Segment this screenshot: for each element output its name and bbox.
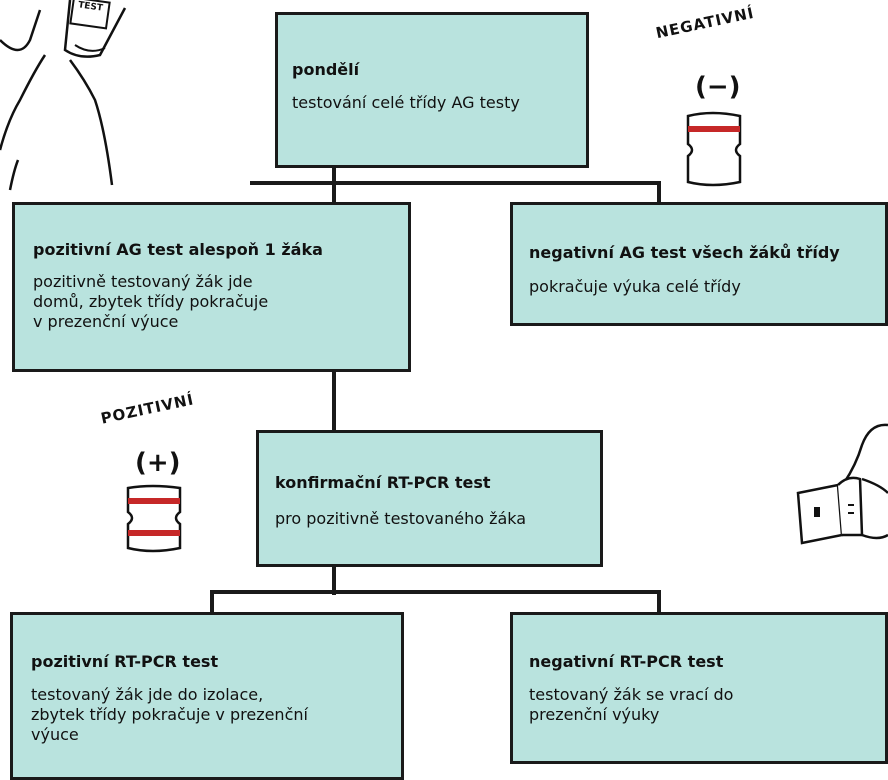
negative-test-cassette-icon [686,111,742,187]
node-positive-ag-text: pozitivně testovaný žák jde domů, zbytek… [33,272,269,331]
node-monday: pondělí testování celé třídy AG testy [275,12,589,168]
connector-positive-ag-down [332,370,336,432]
node-confirm-pcr: konfirmační RT-PCR test pro pozitivně te… [256,430,603,567]
connector-to-positive-pcr [210,590,214,615]
connector-to-negative-pcr [657,590,661,615]
connector-confirm-down [332,565,336,595]
node-positive-pcr-text: testovaný žák jde do izolace, zbytek tří… [31,685,308,744]
hand-holding-test-illustration [796,423,888,545]
connector-bottom-horizontal [210,590,660,594]
node-positive-pcr-title: pozitivní RT-PCR test [31,652,219,671]
negative-symbol: (−) [695,72,741,102]
node-monday-title: pondělí [292,60,360,79]
node-confirm-pcr-text: pro pozitivně testovaného žáka [275,509,527,528]
node-positive-ag-title: pozitivní AG test alespoň 1 žáka [33,240,323,259]
positive-label: POZITIVNÍ [99,390,196,428]
node-monday-text: testování celé třídy AG testy [292,93,520,112]
node-positive-pcr: pozitivní RT-PCR test testovaný žák jde … [10,612,404,780]
node-negative-ag: negativní AG test všech žáků třídy pokra… [510,202,888,326]
node-positive-ag: pozitivní AG test alespoň 1 žáka pozitiv… [12,202,411,372]
positive-test-cassette-icon [126,484,182,553]
node-negative-pcr-title: negativní RT-PCR test [529,652,724,671]
positive-symbol: (+) [135,448,181,478]
node-negative-pcr-text: testovaný žák se vrací do prezenční výuk… [529,685,734,724]
node-negative-ag-text: pokračuje výuka celé třídy [529,277,741,296]
connector-to-negative-ag [657,181,661,205]
node-negative-ag-title: negativní AG test všech žáků třídy [529,243,840,262]
person-holding-test-illustration [0,0,127,191]
node-confirm-pcr-title: konfirmační RT-PCR test [275,473,491,492]
connector-top-horizontal [250,181,660,185]
node-negative-pcr: negativní RT-PCR test testovaný žák se v… [510,612,888,764]
negative-label: NEGATIVNÍ [654,3,756,43]
